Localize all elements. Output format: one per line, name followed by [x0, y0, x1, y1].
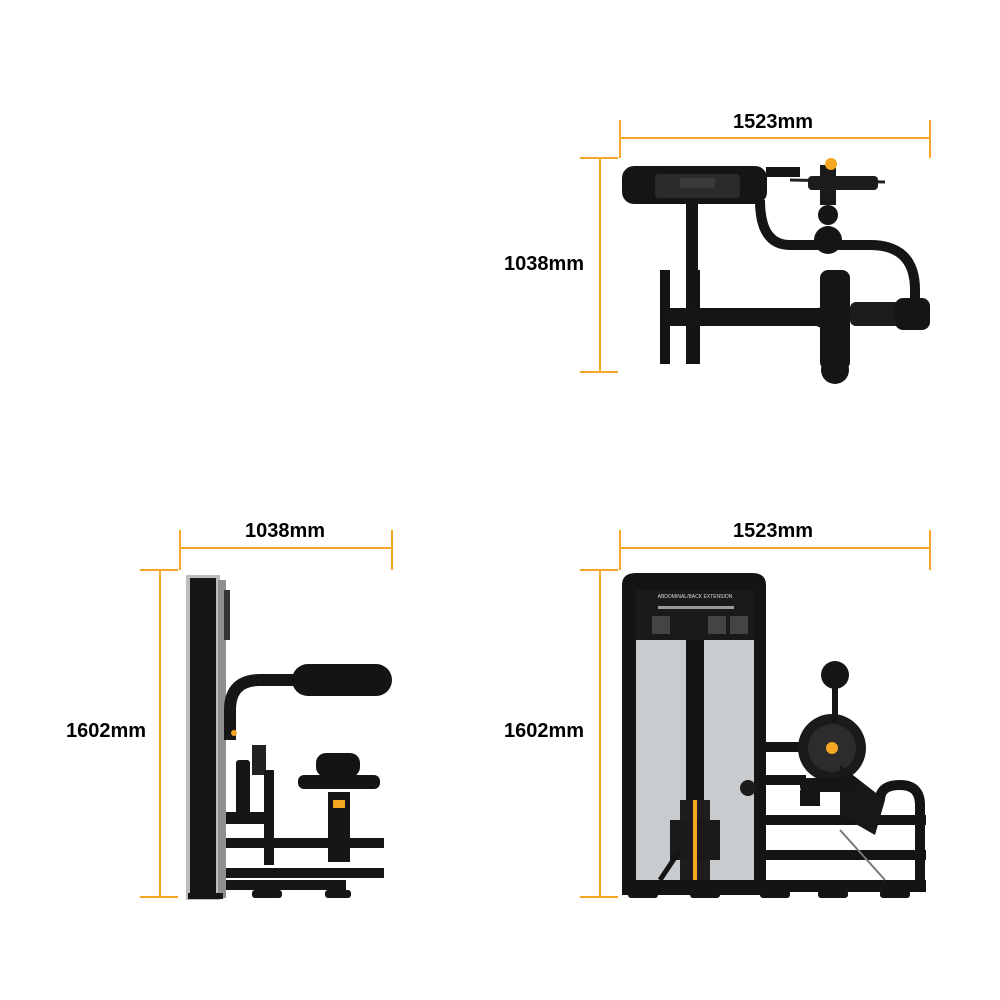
side-view-machine [186, 575, 392, 900]
placard-text: ABDOMINAL/BACK EXTENSION [657, 594, 733, 600]
top-view-machine [622, 158, 930, 384]
top-width-label: 1523mm [733, 111, 814, 133]
side-height-label: 1602mm [66, 720, 147, 742]
front-view-machine [622, 573, 926, 898]
dimension-lines [140, 120, 931, 898]
top-depth-label: 1038mm [504, 253, 585, 275]
front-width-label: 1523mm [733, 520, 814, 542]
front-height-label: 1602mm [504, 720, 585, 742]
side-width-label: 1038mm [245, 520, 326, 542]
